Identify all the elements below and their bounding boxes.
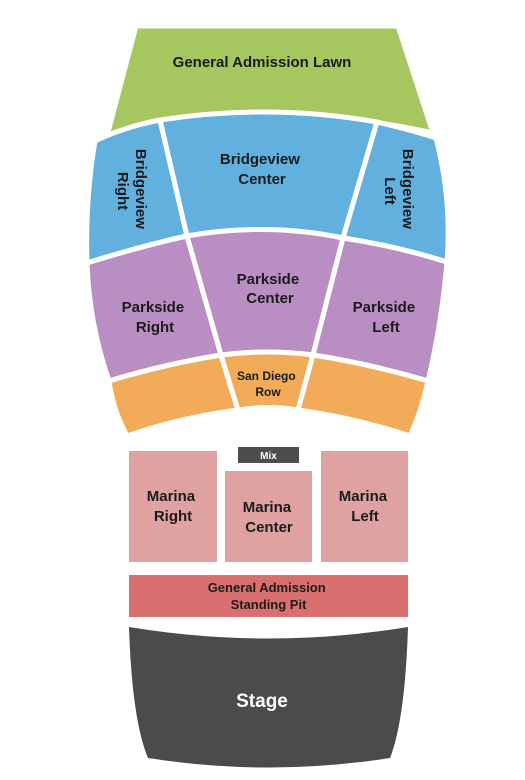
section-label-parkside-right: Parkside Right [122,299,189,336]
section-label-marina-right: Marina Right [147,488,200,525]
section-general-admission-standing-pit[interactable]: General Admission Standing Pit [129,575,408,617]
section-marina-left[interactable]: Marina Left [321,451,408,562]
mix-booth: Mix [238,447,299,463]
section-label-parkside-center: Parkside Center [237,271,304,307]
section-label-general-admission-lawn: General Admission Lawn [173,54,352,71]
section-label-marina-center: Marina Center [243,499,296,536]
section-label-parkside-left: Parkside Left [353,299,420,336]
section-label-san-diego-row: San Diego Row [237,369,299,399]
section-label-bridgeview-left: Bridgeview Left [381,149,416,233]
mix-booth-label: Mix [260,451,277,462]
section-marina-center[interactable]: Marina Center [225,471,312,562]
section-bridgeview-center[interactable]: Bridgeview Center [157,109,380,241]
section-label-marina-left: Marina Left [339,488,392,525]
section-label-bridgeview-right: Bridgeview Right [114,149,149,233]
section-label-bridgeview-center: Bridgeview Center [220,151,304,188]
section-parkside-left[interactable]: Parkside Left [310,235,450,384]
section-san-diego-row[interactable]: San Diego Row [106,349,431,439]
section-parkside-center[interactable]: Parkside Center [184,226,346,358]
stage-area: Stage [129,627,408,768]
section-label-standing-pit: General Admission Standing Pit [208,580,330,612]
section-marina-right[interactable]: Marina Right [129,451,217,562]
stage-label: Stage [236,691,288,712]
